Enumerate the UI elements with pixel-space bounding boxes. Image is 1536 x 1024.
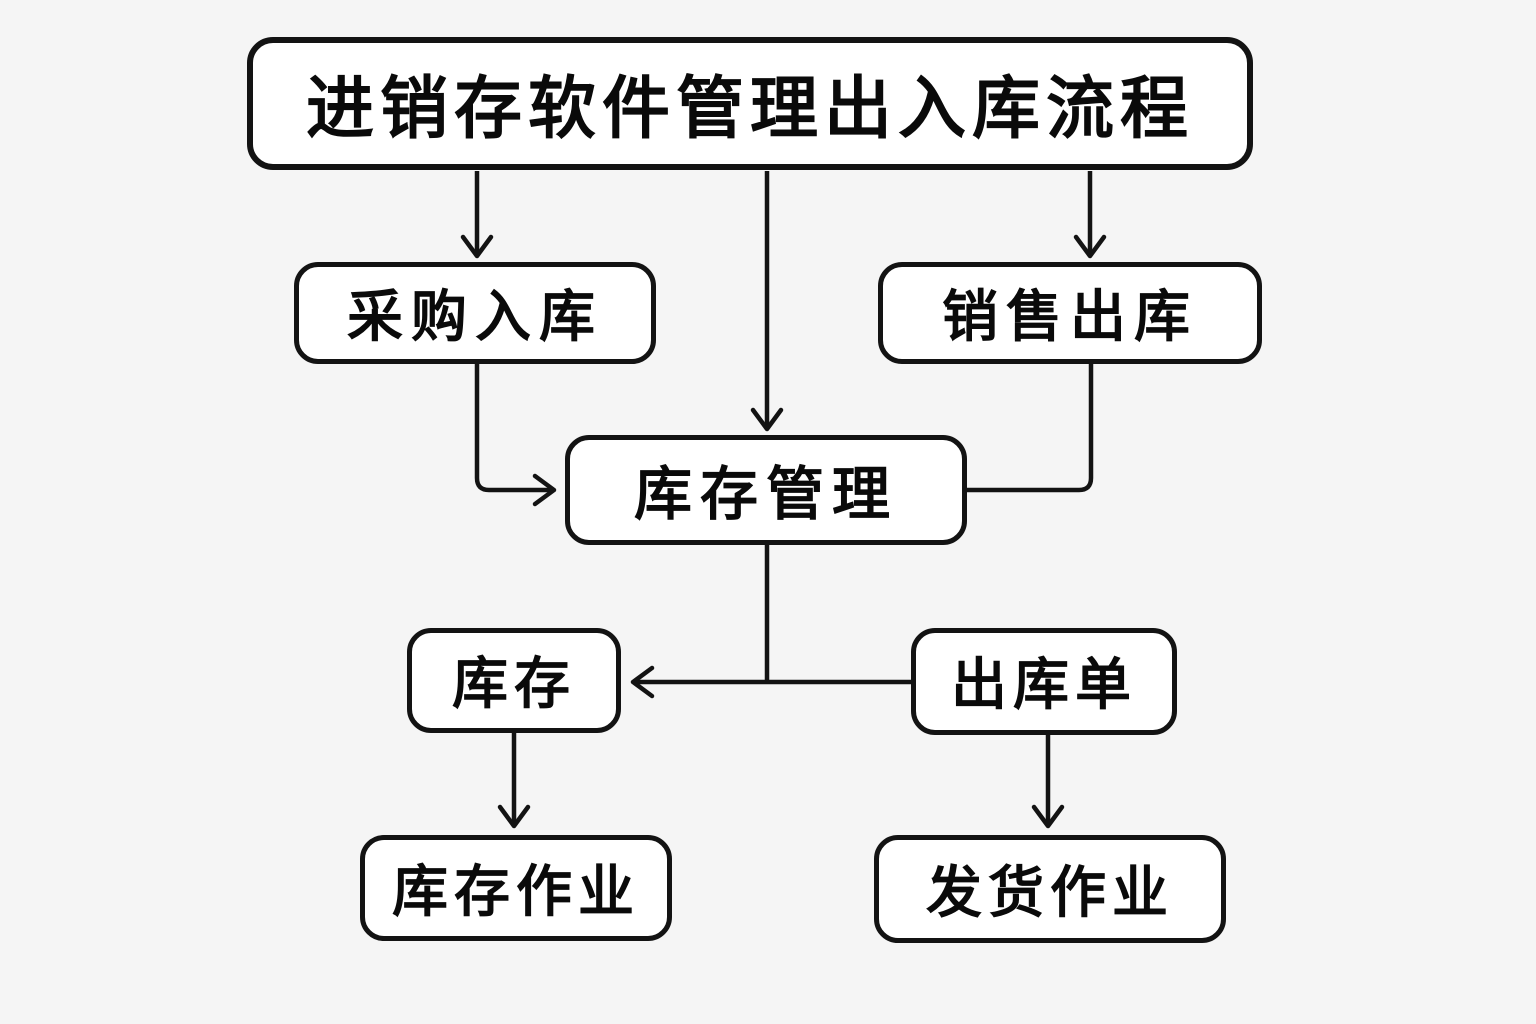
node-outbound-order: 出库单 (911, 628, 1177, 735)
node-sales-outbound-label: 销售出库 (942, 284, 1198, 348)
node-inventory-operations-label: 库存作业 (392, 859, 640, 923)
node-purchase-inbound: 采购入库 (294, 262, 656, 364)
node-inventory: 库存 (407, 628, 621, 733)
node-inventory-label: 库存 (452, 652, 576, 715)
node-title-label: 进销存软件管理出入库流程 (305, 71, 1194, 147)
edge-sales-to-inventory-management (967, 364, 1094, 493)
node-title: 进销存软件管理出入库流程 (247, 37, 1253, 170)
node-shipping-operations-label: 发货作业 (926, 860, 1174, 924)
node-outbound-order-label: 出库单 (951, 653, 1137, 716)
node-inventory-management-label: 库存管理 (633, 462, 898, 527)
node-sales-outbound: 销售出库 (878, 262, 1262, 364)
node-inventory-management: 库存管理 (565, 435, 967, 545)
node-inventory-operations: 库存作业 (360, 835, 672, 941)
node-shipping-operations: 发货作业 (874, 835, 1226, 943)
node-purchase-inbound-label: 采购入库 (347, 284, 603, 348)
edge-purchase-to-inventory-management (474, 364, 557, 507)
